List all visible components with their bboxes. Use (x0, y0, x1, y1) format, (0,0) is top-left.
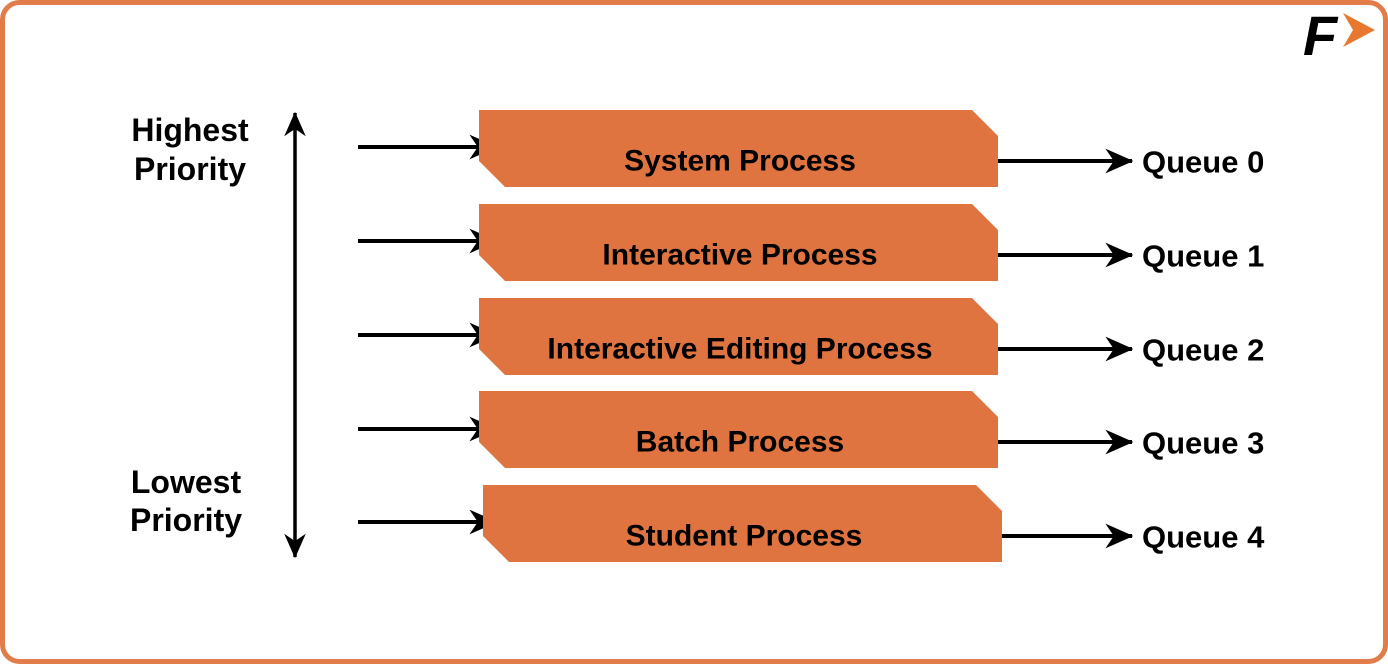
process-label: Student Process (626, 520, 863, 553)
process-banner (479, 204, 998, 281)
process-banner (479, 391, 998, 468)
lowest-priority-label: Lowest Priority (130, 464, 242, 538)
lowest-priority-line1: Lowest (131, 464, 242, 500)
highest-priority-line2: Priority (134, 151, 246, 187)
process-label: Interactive Process (602, 239, 877, 272)
lowest-priority-line2: Priority (130, 502, 242, 538)
process-row: Student Process Queue 4 (358, 485, 1265, 562)
process-banner (483, 485, 1002, 562)
process-label: System Process (624, 145, 856, 178)
process-label: Batch Process (636, 426, 844, 459)
process-banner (479, 298, 998, 375)
logo-chevron-icon (1343, 13, 1375, 47)
queue-label: Queue 2 (1142, 333, 1264, 368)
queue-label: Queue 0 (1142, 145, 1264, 180)
logo-letter-f: F (1303, 4, 1339, 67)
process-row: Interactive Process Queue 1 (358, 204, 1264, 281)
process-row: Batch Process Queue 3 (358, 391, 1264, 468)
highest-priority-line1: Highest (131, 112, 249, 148)
process-row: System Process Queue 0 (358, 110, 1264, 187)
process-label: Interactive Editing Process (547, 333, 932, 366)
highest-priority-label: Highest Priority (131, 112, 249, 187)
process-row: Interactive Editing Process Queue 2 (358, 298, 1264, 375)
queue-label: Queue 4 (1142, 520, 1265, 555)
queue-label: Queue 3 (1142, 426, 1264, 461)
process-banner (479, 110, 998, 187)
queue-label: Queue 1 (1142, 239, 1264, 274)
brand-logo: F (1303, 4, 1375, 67)
